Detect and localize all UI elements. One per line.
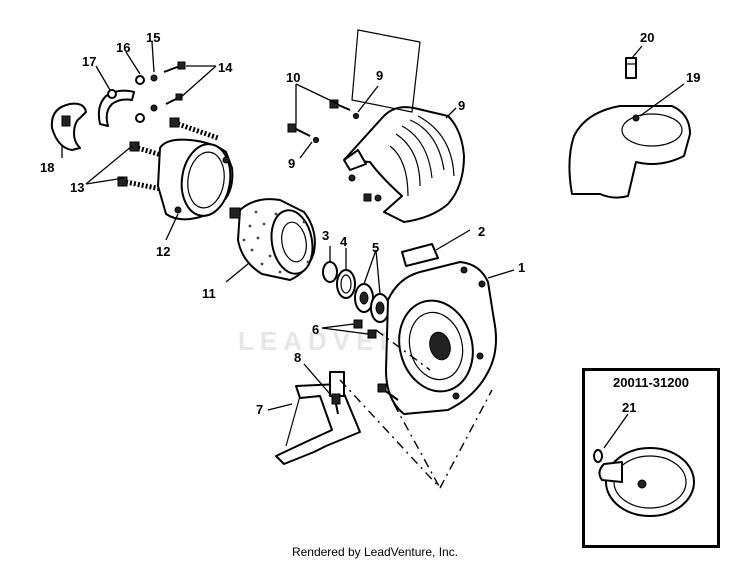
part-12-shroud[interactable] (157, 138, 235, 221)
part-19-cover[interactable] (568, 105, 691, 199)
callout-20: 20 (640, 30, 654, 45)
part-16-washer[interactable] (135, 75, 145, 123)
part-14-screws[interactable] (163, 61, 186, 105)
part-20-screw[interactable] (625, 57, 637, 79)
callout-18: 18 (40, 160, 54, 175)
callout-13: 13 (70, 180, 84, 195)
callout-19: 19 (686, 70, 700, 85)
callout-4: 4 (340, 234, 348, 249)
leader-lines (61, 41, 685, 449)
part-18-clamp[interactable] (50, 102, 87, 151)
callout-6: 6 (312, 322, 319, 337)
callout-10: 10 (286, 70, 300, 85)
callout-5: 5 (372, 240, 379, 255)
callout-9-right: 9 (458, 98, 465, 113)
part-3-snap-ring[interactable] (322, 261, 338, 283)
callout-7: 7 (256, 402, 263, 417)
callout-3: 3 (322, 228, 329, 243)
callout-8: 8 (294, 350, 301, 365)
alignment-lines (339, 329, 493, 489)
callout-labels: 1 2 3 4 5 6 7 8 9 9 9 10 11 12 13 14 15 … (40, 30, 700, 417)
callout-2: 2 (478, 224, 485, 239)
part-4-seal[interactable] (336, 269, 356, 299)
part-1-housing[interactable] (385, 261, 497, 415)
part-21-clutch-drum[interactable] (593, 447, 695, 517)
callout-12: 12 (156, 244, 170, 259)
part-13-bolts[interactable] (117, 117, 219, 195)
part-17-bracket[interactable] (97, 89, 135, 127)
callout-9-lower: 9 (288, 156, 295, 171)
kit-part-number: 20011-31200 (613, 375, 689, 390)
callout-15: 15 (146, 30, 160, 45)
part-10-screws[interactable] (287, 99, 372, 202)
callout-14: 14 (218, 60, 233, 75)
footer-credit: Rendered by LeadVenture, Inc. (291, 545, 459, 559)
part-11-housing[interactable] (229, 198, 317, 281)
part-7-handle[interactable] (275, 371, 361, 465)
kit-inset-box: 20011-31200 (582, 368, 720, 548)
callout-11: 11 (202, 286, 216, 301)
callout-1: 1 (518, 260, 525, 275)
part-2-gasket[interactable] (401, 243, 439, 267)
callout-9-upper: 9 (376, 68, 383, 83)
part-9-plate (351, 29, 421, 113)
part-9-fan-bracket[interactable] (343, 106, 465, 223)
part-15-nut[interactable] (150, 74, 158, 112)
part-5-bearings[interactable] (354, 283, 390, 323)
part-8-bolt[interactable] (331, 393, 341, 415)
callout-21: 21 (622, 400, 636, 415)
callout-16: 16 (116, 40, 130, 55)
callout-17: 17 (82, 54, 96, 69)
